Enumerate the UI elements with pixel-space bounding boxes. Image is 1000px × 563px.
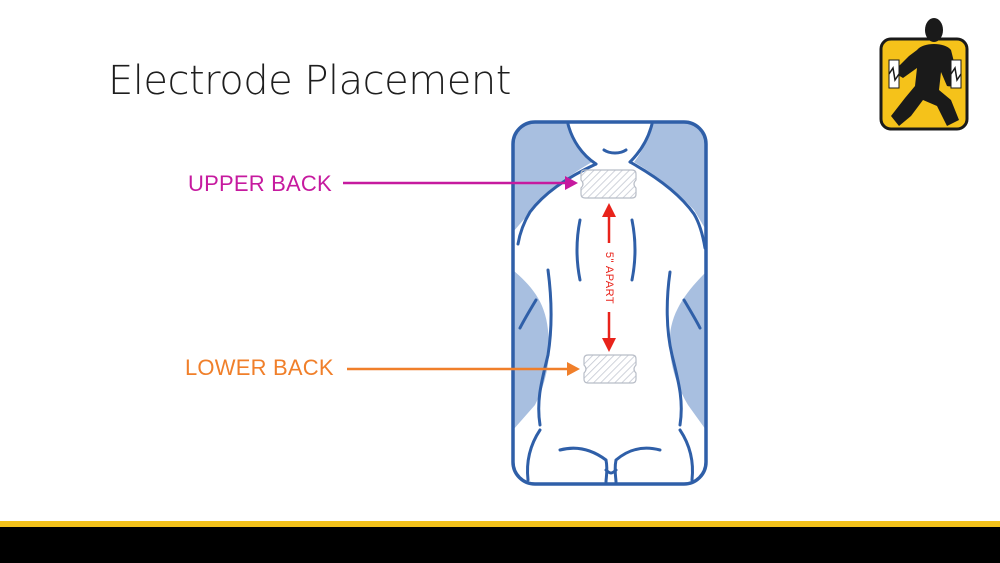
- upper-back-label: UPPER BACK: [188, 171, 332, 196]
- footer-gold-bar: [0, 521, 1000, 527]
- lower-back-label: LOWER BACK: [185, 355, 334, 380]
- lower-back-arrow: [347, 362, 580, 376]
- spacing-arrow-bottom: [602, 312, 616, 352]
- athlete-logo-icon: [879, 18, 969, 131]
- lower-electrode-pad: [583, 354, 637, 384]
- footer-black-bar: [0, 527, 1000, 563]
- slide-title: Electrode Placement: [108, 58, 511, 104]
- spacing-arrow-top: [602, 203, 616, 243]
- body-lines: [516, 122, 707, 484]
- spacing-label: 5" APART: [603, 251, 615, 305]
- left-shoulder-shade: [513, 122, 592, 232]
- right-side-shade: [669, 272, 706, 430]
- right-shoulder-shade: [634, 122, 706, 230]
- upper-back-arrow: [343, 176, 578, 190]
- upper-electrode-pad: [580, 169, 637, 199]
